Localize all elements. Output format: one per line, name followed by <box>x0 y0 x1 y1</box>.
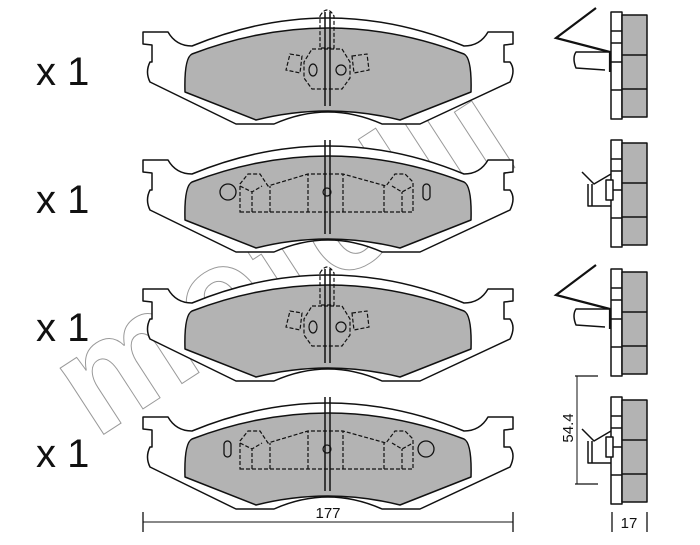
round-hole <box>219 183 237 201</box>
brake-pad-4 <box>142 396 648 510</box>
height-dimension: 54.4 <box>560 375 598 485</box>
quantity-label-1: x 1 <box>36 50 90 94</box>
thickness-dimension: 17 <box>611 512 648 532</box>
brake-pad-1 <box>142 7 648 125</box>
quantity-label-4: x 1 <box>36 432 90 476</box>
height-label: 54.4 <box>560 413 577 442</box>
slot-hole <box>223 440 232 458</box>
friction-pad <box>184 155 472 249</box>
friction-pad <box>184 284 472 378</box>
side-view-4 <box>581 396 648 505</box>
thickness-label: 17 <box>621 515 638 532</box>
tab-outline <box>319 9 335 49</box>
center-hole <box>322 187 332 197</box>
clip-outline <box>303 48 351 90</box>
friction-pad <box>184 412 472 506</box>
rivet-hole <box>308 63 318 77</box>
side-view-3 <box>553 264 648 377</box>
friction-pad <box>184 27 472 121</box>
slot-hole <box>422 183 431 201</box>
side-view-2 <box>581 139 648 248</box>
tab-outline <box>319 266 335 306</box>
brake-pad-3 <box>142 264 648 382</box>
center-hole <box>322 444 332 454</box>
rivet-hole <box>335 64 347 76</box>
width-dimension: 177 <box>142 505 514 532</box>
rivet-hole <box>335 321 347 333</box>
clip-legs <box>285 53 370 74</box>
side-view-1 <box>553 7 648 120</box>
brake-pad-2 <box>142 139 648 253</box>
quantity-label-3: x 1 <box>36 306 90 350</box>
round-hole <box>417 440 435 458</box>
quantity-label-2: x 1 <box>36 178 90 222</box>
width-label: 177 <box>315 505 340 522</box>
dimensions: 177 17 54.4 <box>142 375 648 532</box>
rivet-hole <box>308 320 318 334</box>
shim-details <box>239 174 414 212</box>
clip-outline <box>303 305 351 347</box>
clip-legs <box>285 310 370 331</box>
shim-details <box>239 431 414 469</box>
